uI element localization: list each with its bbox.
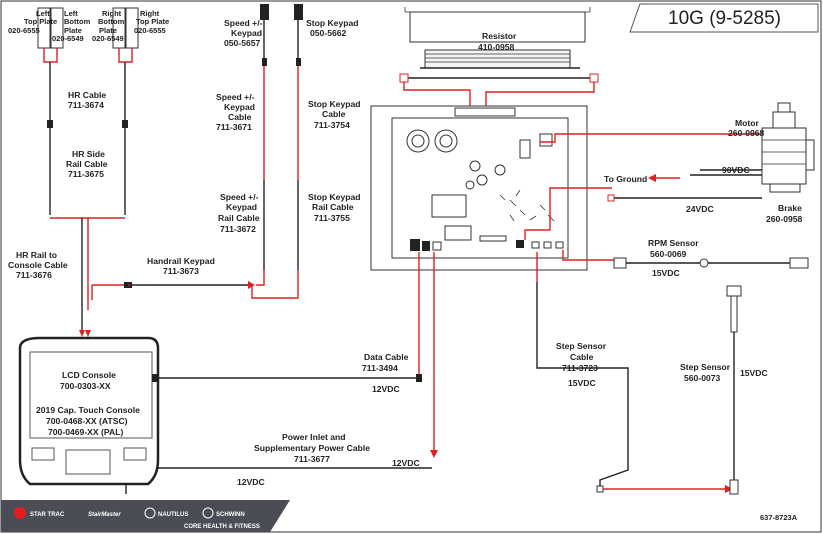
step-sensor-cable-label: Step Sensor Cable 711-3723 (556, 341, 609, 373)
step-sensor-15vdc-label: 15VDC (740, 368, 768, 378)
resistor (399, 7, 599, 142)
brand-star-trac: STAR TRAC (30, 512, 65, 518)
diagram-title: 10G (9-5285) (668, 8, 781, 29)
rpm-sensor (562, 250, 809, 269)
lcd-console (18, 336, 160, 486)
data-cable-label: Data Cable 711-3494 (362, 352, 411, 373)
right-top-plate-label: Right Top Plate 020-6555 (134, 9, 171, 35)
left-bottom-plate-label: Left Bottom Plate 020-6549 (52, 9, 92, 43)
to-ground-label: To Ground (604, 174, 647, 184)
rpm-sensor-label: RPM Sensor 560-0069 (648, 238, 701, 259)
motor-label: Motor 260-0968 (728, 118, 765, 138)
brake-label: Brake 260-0958 (766, 203, 804, 224)
doc-number: 637-8723A (760, 513, 798, 522)
hr-rail-console-label: HR Rail to Console Cable 711-3676 (8, 250, 70, 280)
motor-brake (524, 102, 815, 240)
hr-plates (37, 7, 139, 49)
stop-keypad-cable-label: Stop Keypad Cable 711-3754 (308, 99, 363, 130)
brand-nautilus: NAUTILUS (158, 512, 188, 518)
step-sensor-cable (536, 252, 733, 493)
handrail-keypad-label: Handrail Keypad 711-3673 (147, 256, 217, 276)
hr-cable-label: HR Cable 711-3674 (68, 90, 109, 110)
handrail-keypad-cable (91, 281, 255, 300)
lcd-console-label: LCD Console 700-0303-XX 2019 Cap. Touch … (36, 370, 142, 437)
speed-keypad-cable-label: Speed +/- Keypad Cable 711-3671 (216, 92, 257, 132)
data-12vdc-label: 12VDC (372, 384, 400, 394)
resistor-label: Resistor 410-0958 (478, 31, 519, 52)
24vdc-label: 24VDC (686, 204, 714, 214)
left-top-plate-label: Left Top Plate 020-6555 (8, 9, 59, 35)
control-board (370, 105, 588, 271)
step-sensor-label: Step Sensor 560-0073 (680, 362, 733, 383)
star-trac-logo-icon (14, 507, 26, 519)
keypads (251, 4, 303, 299)
title-tab (629, 3, 819, 33)
step-sensor (726, 285, 742, 495)
brand-stairmaster: StairMaster (88, 512, 121, 518)
speed-rail-cable-label: Speed +/- Keypad Rail Cable 711-3672 (218, 192, 262, 234)
power-cable (125, 467, 432, 494)
nautilus-logo-icon (144, 507, 156, 519)
stop-keypad-label: Stop Keypad 050-5662 (306, 18, 361, 38)
power-12vdc-label: 12VDC (392, 458, 420, 468)
schwinn-logo-icon (202, 507, 214, 519)
power-inlet-label: Power Inlet and Supplementary Power Cabl… (254, 432, 372, 464)
hr-wiring (43, 48, 133, 337)
stop-rail-cable-label: Stop Keypad Rail Cable 711-3755 (308, 192, 363, 223)
bottom-12vdc-label: 12VDC (237, 477, 265, 487)
right-bottom-plate-label: Right Bottom Plate 020-6549 (92, 9, 126, 43)
rpm-15vdc-label: 15VDC (652, 268, 680, 278)
hr-side-rail-label: HR Side Rail Cable 711-3675 (66, 149, 110, 179)
step-cable-15vdc-label: 15VDC (568, 378, 596, 388)
footer-tagline: CORE HEALTH & FITNESS (184, 524, 260, 530)
brand-schwinn: SCHWINN (216, 512, 245, 518)
data-cable (152, 252, 438, 458)
speed-keypad-label: Speed +/- Keypad 050-5657 (224, 18, 265, 48)
90vdc-label: 90VDC (722, 165, 750, 175)
